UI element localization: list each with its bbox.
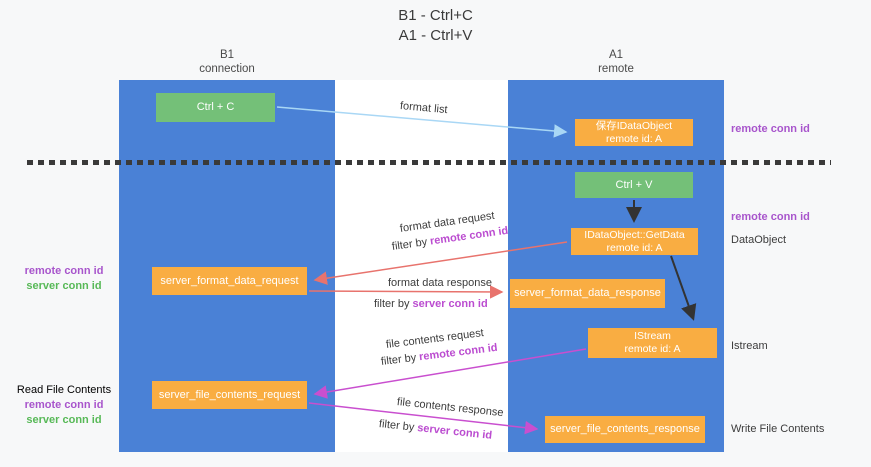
title-line-2: A1 - Ctrl+V [398,27,473,44]
copy-paste-separator-line [27,160,831,165]
right-label-istream: Istream [731,340,768,352]
node-istream: IStream remote id: A [588,328,717,358]
right-label-remote-conn-id-mid: remote conn id [731,211,810,223]
node-server-format-data-response: server_format_data_response [510,279,665,308]
node-ctrl-c-label: Ctrl + C [196,101,235,113]
column-a1-name: A1 [608,49,624,61]
left-conn-id-group-file: Read File Contents remote conn id server… [4,383,124,428]
title-line-1: B1 - Ctrl+C [398,7,473,24]
left-label-remote-conn-id-1: remote conn id [24,265,104,277]
column-header-a1: A1 remote [508,49,724,76]
left-conn-id-group-format: remote conn id server conn id [4,264,124,294]
column-b1-role: connection [199,62,255,75]
node-save-idataobject-line2: remote id: A [605,132,663,145]
left-label-remote-conn-id-2: remote conn id [24,399,104,411]
node-ctrl-v: Ctrl + V [575,172,693,198]
node-format-response-label: server_format_data_response [514,287,661,299]
node-istream-line1: IStream [634,330,671,342]
node-idataobject-getdata: IDataObject::GetData remote id: A [571,228,698,255]
left-label-read-file-contents: Read File Contents [16,384,112,396]
node-format-request-label: server_format_data_request [160,274,299,287]
filter-by-text: filter by [374,298,410,310]
node-save-idataobject-line1: 保存IDataObject [595,119,673,132]
server-conn-id-key: server conn id [412,298,488,310]
node-getdata-line2: remote id: A [606,241,663,254]
node-server-file-contents-request: server_file_contents_request [152,381,307,409]
node-save-idataobject: 保存IDataObject remote id: A [575,119,693,146]
node-server-file-contents-response: server_file_contents_response [545,416,705,443]
node-file-response-label: server_file_contents_response [550,423,700,435]
column-a1-role: remote [598,62,634,75]
lifeline-gap-band [335,80,508,452]
node-getdata-line1: IDataObject::GetData [584,228,685,241]
node-istream-line2: remote id: A [624,343,681,355]
right-label-remote-conn-id-top: remote conn id [731,123,810,135]
node-ctrl-c: Ctrl + C [156,93,275,122]
left-label-server-conn-id-1: server conn id [26,280,102,292]
node-ctrl-v-label: Ctrl + V [615,178,653,191]
column-header-b1: B1 connection [119,49,335,76]
diagram-title: B1 - Ctrl+C A1 - Ctrl+V [0,6,871,46]
column-b1-name: B1 [219,49,235,61]
node-file-request-label: server_file_contents_request [158,388,301,401]
label-format-data-response: format data response [388,277,492,289]
right-label-dataobject: DataObject [731,234,787,246]
right-label-write-file-contents: Write File Contents [731,423,825,435]
node-server-format-data-request: server_format_data_request [152,267,307,295]
left-label-server-conn-id-2: server conn id [26,414,102,426]
